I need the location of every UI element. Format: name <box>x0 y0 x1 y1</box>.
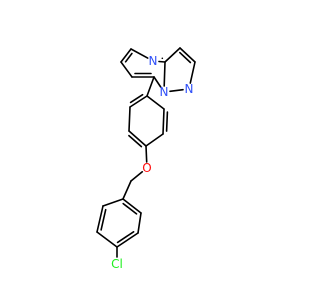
bond-n_right-n_bridge <box>169 88 184 93</box>
bond-pb5-pb6 <box>137 212 142 234</box>
bond-pb6-pb1-double <box>122 202 138 215</box>
bond-pb2-pb3-double <box>100 208 107 231</box>
bond-c3a-n_top <box>158 60 166 63</box>
atom-label-n_right: N <box>185 82 194 96</box>
bond-pa3-pa4-double <box>128 134 143 148</box>
bond-pb4-pb5 <box>116 232 139 248</box>
bond-cpz1-cpz2 <box>179 47 196 63</box>
bond-cpz1-cpz2-double <box>179 51 192 64</box>
bond-c2-n_top <box>130 48 149 59</box>
bond-pb4-pb5-double <box>116 231 135 244</box>
bond-pb2-pb3 <box>96 205 104 233</box>
bond-pa3-pa4 <box>128 130 147 147</box>
bond-c5-n_bridge <box>153 76 162 88</box>
atom-n_bridge: N <box>160 85 169 99</box>
bond-pb1-pb2 <box>102 198 124 207</box>
atom-n_top: N <box>149 54 158 68</box>
bond-pb6-pb1 <box>122 198 142 214</box>
bond-pa6-pa1 <box>146 95 165 110</box>
bond-c2-c3-double <box>124 52 133 63</box>
bond-pa1-pa2-double <box>129 93 144 104</box>
bond-pa4-pa5 <box>145 133 164 147</box>
bond-pa5-pa6-double <box>165 111 169 132</box>
bond-c3a-cpz1 <box>164 47 181 63</box>
bond-pa5-pa6 <box>162 108 165 135</box>
bond-cpz2-n_right <box>189 61 196 84</box>
bond-layer <box>96 47 196 258</box>
bond-c5-pa1 <box>146 76 155 97</box>
atom-cl: Cl <box>111 257 123 271</box>
bond-pb3-pb4 <box>96 231 118 248</box>
bond-n_bridge-c3a <box>163 61 166 87</box>
bond-pa4-o_ether <box>145 145 148 163</box>
bond-c3-c4 <box>120 61 133 78</box>
atom-label-layer: N N N O Cl <box>111 54 193 271</box>
atom-label-cl: Cl <box>111 257 123 271</box>
bond-ch2-pb1 <box>122 180 132 200</box>
bond-pa1-pa2 <box>129 95 148 108</box>
molecule-diagram: N N N O Cl <box>96 47 196 271</box>
atom-o_ether: O <box>142 161 151 175</box>
bond-c2-c3 <box>120 48 132 63</box>
bond-pa2-pa3 <box>128 106 131 132</box>
atom-n_right: N <box>185 82 194 96</box>
atom-label-n_top: N <box>149 54 158 68</box>
atom-label-n_bridge: N <box>160 85 169 99</box>
atom-label-o_ether: O <box>142 161 151 175</box>
bond-o_ether-ch2 <box>130 171 144 182</box>
